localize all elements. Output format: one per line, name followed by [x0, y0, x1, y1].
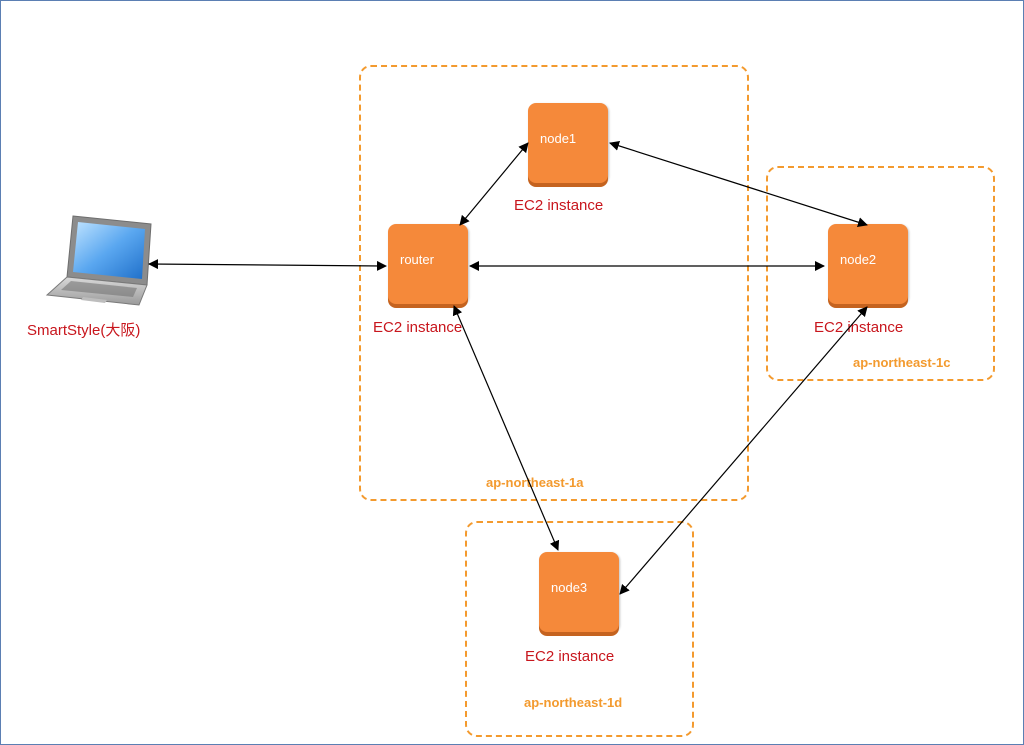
node1-caption: EC2 instance — [514, 197, 604, 214]
laptop-icon[interactable] — [43, 213, 155, 314]
router-caption: EC2 instance — [373, 319, 463, 336]
node1-node[interactable]: node1 — [528, 103, 608, 183]
client-label: SmartStyle(大阪) — [27, 322, 141, 339]
connection-arrow-router-node3 — [452, 305, 560, 551]
node2-node[interactable]: node2 — [828, 224, 908, 304]
region-ap-northeast-1c — [766, 166, 995, 381]
connection-arrow-node1-node2 — [609, 140, 868, 228]
connection-arrow-router-node1 — [459, 142, 529, 226]
node3-node[interactable]: node3 — [539, 552, 619, 632]
connection-arrow-node2-node3 — [619, 306, 868, 595]
connection-arrow-laptop-router — [148, 259, 387, 271]
region-label-ap-northeast-1c: ap-northeast-1c — [853, 355, 951, 370]
region-label-ap-northeast-1d: ap-northeast-1d — [524, 695, 623, 710]
node1-node-label: node1 — [540, 131, 577, 146]
router-node[interactable]: router — [388, 224, 468, 304]
router-node-label: router — [400, 252, 434, 267]
node3-caption: EC2 instance — [525, 648, 615, 665]
node2-node-label: node2 — [840, 252, 877, 267]
region-ap-northeast-1d — [465, 521, 694, 737]
node3-node-label: node3 — [551, 580, 588, 595]
